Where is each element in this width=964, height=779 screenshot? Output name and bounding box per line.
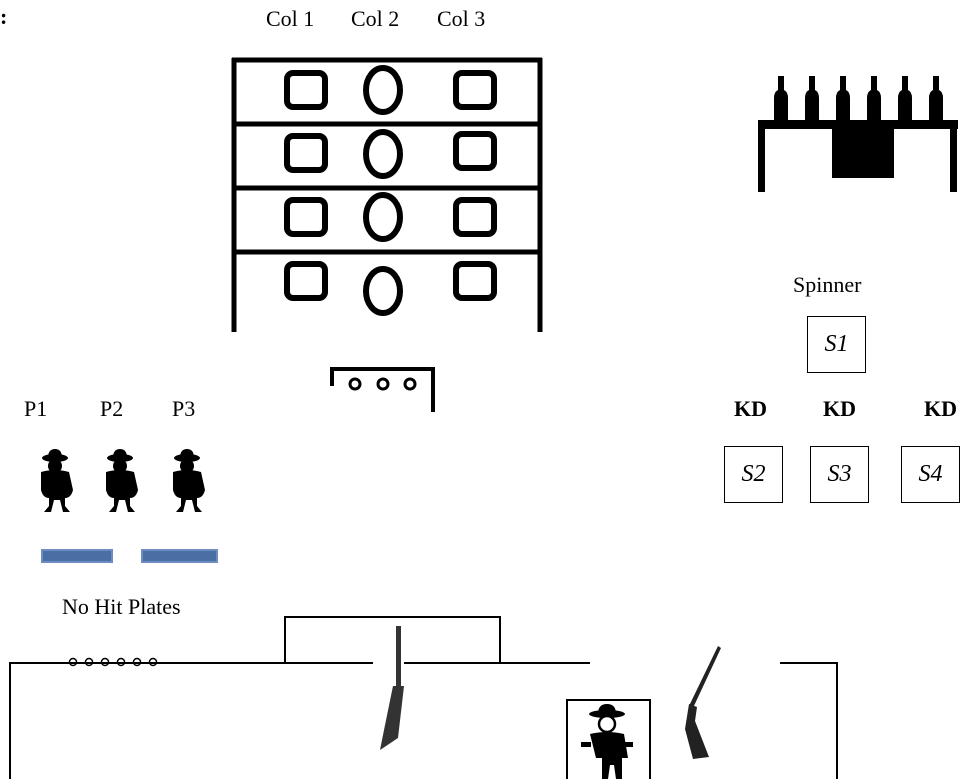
cowboy-shooter-icon bbox=[0, 0, 964, 779]
